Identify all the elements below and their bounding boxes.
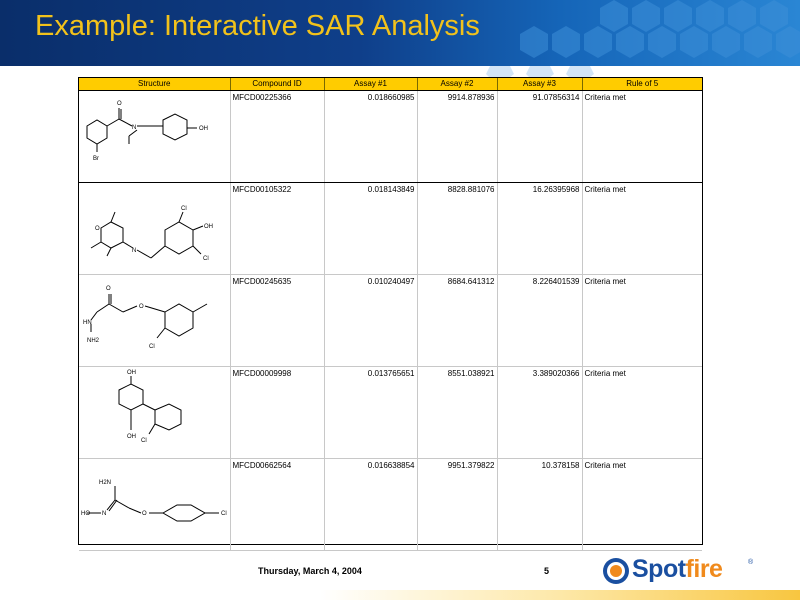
assay3-cell: 8.226401539 bbox=[497, 274, 583, 367]
svg-text:HO: HO bbox=[81, 511, 90, 517]
svg-text:NH2: NH2 bbox=[87, 338, 100, 344]
assay1-cell: 0.010240497 bbox=[324, 274, 418, 367]
assay3-cell: 16.26395968 bbox=[497, 182, 583, 275]
svg-text:O: O bbox=[117, 101, 122, 107]
column-header-compound-id[interactable]: Compound ID bbox=[230, 78, 325, 91]
table-row[interactable]: OH OH Cl MFCD00009998 0.013765651 8551.0… bbox=[79, 366, 702, 459]
svg-text:Cl: Cl bbox=[203, 256, 209, 262]
svg-text:Cl: Cl bbox=[221, 511, 227, 517]
rule-of-5-cell: Criteria met bbox=[582, 366, 702, 459]
hexagon-pattern bbox=[520, 0, 800, 58]
svg-text:OH: OH bbox=[127, 370, 136, 376]
assay3-cell: 3.389020366 bbox=[497, 366, 583, 459]
table-header-row: Structure Compound ID Assay #1 Assay #2 … bbox=[79, 78, 702, 91]
rule-of-5-cell: Criteria met bbox=[582, 182, 702, 275]
rule-of-5-cell: Criteria met bbox=[582, 90, 702, 183]
assay2-cell: 8828.881076 bbox=[417, 182, 498, 275]
assay1-cell: 0.016638854 bbox=[324, 458, 418, 551]
sar-table-container: Structure Compound ID Assay #1 Assay #2 … bbox=[78, 77, 703, 551]
compound-id-cell: MFCD00225366 bbox=[230, 90, 325, 183]
assay2-cell: 8551.038921 bbox=[417, 366, 498, 459]
assay2-cell: 9951.379822 bbox=[417, 458, 498, 551]
svg-text:Cl: Cl bbox=[149, 344, 155, 350]
bottom-decor-band bbox=[0, 590, 800, 600]
svg-text:O: O bbox=[142, 511, 147, 517]
slide-title: Example: Interactive SAR Analysis bbox=[35, 10, 480, 42]
assay2-cell: 8684.641312 bbox=[417, 274, 498, 367]
page-number: 5 bbox=[544, 566, 550, 576]
assay1-cell: 0.018660985 bbox=[324, 90, 418, 183]
assay1-cell: 0.018143849 bbox=[324, 182, 418, 275]
compound-id-cell: MFCD00105322 bbox=[230, 182, 325, 275]
column-header-assay3[interactable]: Assay #3 bbox=[497, 78, 583, 91]
table-row[interactable]: H2N HO N O Cl MFCD00662564 0.016638854 9… bbox=[79, 458, 702, 551]
structure-cell: O N Cl OH Cl bbox=[79, 182, 231, 275]
compound-id-cell: MFCD00662564 bbox=[230, 458, 325, 551]
structure-cell: O N OH Br bbox=[79, 90, 231, 183]
svg-text:N: N bbox=[102, 511, 106, 517]
column-header-structure[interactable]: Structure bbox=[79, 78, 231, 91]
svg-text:O: O bbox=[139, 304, 144, 310]
svg-text:O: O bbox=[106, 286, 111, 292]
sar-table: Structure Compound ID Assay #1 Assay #2 … bbox=[79, 78, 702, 551]
molecule-structure-image: O N OH Br bbox=[86, 101, 208, 162]
spotfire-logo: Spotfire ® bbox=[602, 555, 754, 587]
svg-text:H2N: H2N bbox=[99, 480, 111, 486]
molecule-structure-image: OH OH Cl bbox=[118, 370, 182, 444]
spotfire-logo-icon bbox=[603, 558, 629, 584]
rule-of-5-cell: Criteria met bbox=[582, 458, 702, 551]
svg-text:Cl: Cl bbox=[141, 438, 147, 444]
table-row[interactable]: O N Cl OH Cl MFCD00105322 0.018143849 88… bbox=[79, 182, 702, 275]
assay3-cell: 10.378158 bbox=[497, 458, 583, 551]
logo-wordmark: Spotfire bbox=[632, 555, 723, 584]
logo-text-fire: fire bbox=[685, 555, 723, 583]
structure-cell: OH OH Cl bbox=[79, 366, 231, 459]
svg-text:HN: HN bbox=[83, 320, 92, 326]
compound-id-cell: MFCD00009998 bbox=[230, 366, 325, 459]
structure-cell: O HN NH2 O Cl bbox=[79, 274, 231, 367]
table-row[interactable]: O N OH Br MFCD00225366 0.018660985 9914.… bbox=[79, 90, 702, 183]
slide-header: Example: Interactive SAR Analysis bbox=[0, 0, 800, 66]
molecule-structure-image: O HN NH2 O Cl bbox=[83, 286, 208, 350]
svg-text:Br: Br bbox=[93, 156, 99, 162]
compound-id-cell: MFCD00245635 bbox=[230, 274, 325, 367]
svg-text:OH: OH bbox=[199, 126, 208, 132]
column-header-assay1[interactable]: Assay #1 bbox=[324, 78, 418, 91]
molecule-structure-image: O N Cl OH Cl bbox=[90, 206, 213, 262]
footer-date: Thursday, March 4, 2004 bbox=[258, 566, 362, 576]
molecule-structure-image: H2N HO N O Cl bbox=[81, 480, 227, 522]
svg-text:OH: OH bbox=[204, 224, 213, 230]
svg-text:O: O bbox=[95, 226, 100, 232]
structure-cell: H2N HO N O Cl bbox=[79, 458, 231, 551]
assay1-cell: 0.013765651 bbox=[324, 366, 418, 459]
column-header-rule-of-5[interactable]: Rule of 5 bbox=[582, 78, 702, 91]
column-header-assay2[interactable]: Assay #2 bbox=[417, 78, 498, 91]
assay2-cell: 9914.878936 bbox=[417, 90, 498, 183]
svg-text:N: N bbox=[132, 125, 136, 131]
table-row[interactable]: O HN NH2 O Cl MFCD00245635 0.010240497 8… bbox=[79, 274, 702, 367]
logo-text-spot: Spot bbox=[632, 555, 686, 583]
svg-text:Cl: Cl bbox=[181, 206, 187, 212]
assay3-cell: 91.07856314 bbox=[497, 90, 583, 183]
logo-registered-mark: ® bbox=[748, 559, 754, 566]
rule-of-5-cell: Criteria met bbox=[582, 274, 702, 367]
svg-text:OH: OH bbox=[127, 434, 136, 440]
svg-text:N: N bbox=[132, 248, 136, 254]
